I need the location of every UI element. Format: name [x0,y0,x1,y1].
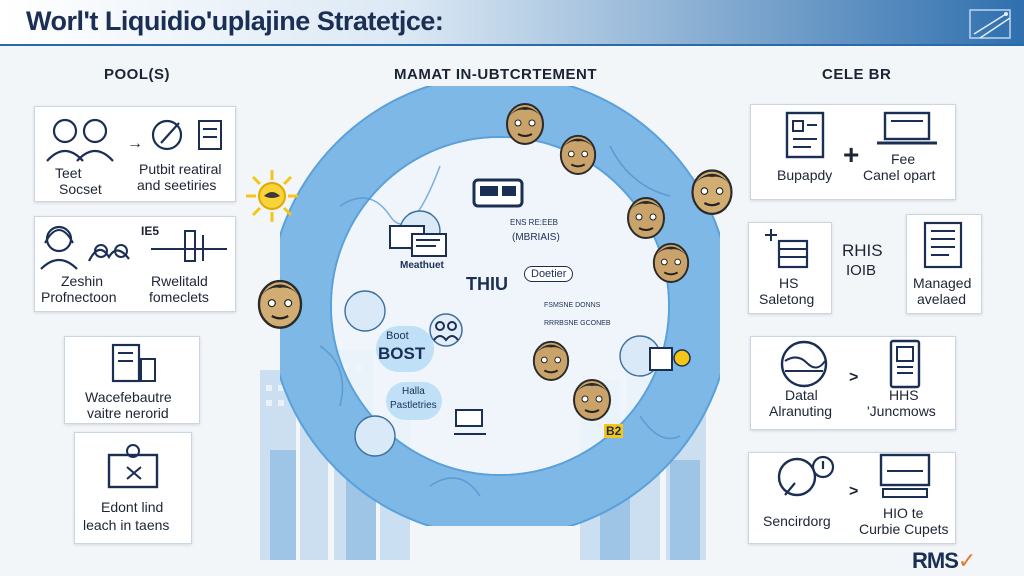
phone-device-icon [889,339,921,389]
central-ring-diagram [280,86,720,526]
team-people-icon [46,118,114,162]
boot-bubble [376,326,434,372]
circuit-decoration-icon [969,9,1011,39]
left-card-2-label-a1: Zeshin [61,273,104,289]
face-avatar-2 [559,134,597,175]
left-card-3: Wacefebautre vaitre nerorid [64,336,200,424]
lightbulb-idea-icon [777,455,835,497]
tiny-label-2: (MBRIAIS) [512,232,560,243]
face-avatar-6 [257,279,303,329]
desktop-computer-icon [879,453,931,498]
hala-label-1: Halla [402,386,425,397]
monitor-tools-icon [107,444,159,489]
face-avatar-7 [532,340,570,381]
plus-icon: + [843,139,860,170]
right-card-2: HS Saletong [748,222,832,314]
right-card-3-label-a1: Datal [785,387,818,403]
document-list-icon [923,221,963,269]
globe-chart-icon [780,340,828,388]
tiny-label-1: ENS RE:EEB [510,218,559,227]
left-card-1-label-b1: Putbit reatiral [139,161,222,177]
right-card-4-label-a: Sencirdorg [763,513,831,529]
left-card-4-label-a1: Edont lind [101,499,164,515]
right-card-2-label-a1: HS [779,275,799,291]
right-card-1-label-a: Bupapdy [777,167,833,183]
support-agent-icon [40,225,130,270]
badge-label: B2 [604,424,624,438]
left-card-1-label-a2: Socset [59,181,102,197]
desk-worker-icon [454,409,486,435]
face-avatar-3 [691,169,733,215]
document-machine-icon [111,343,156,383]
right-card-1-label-b1: Fee [891,151,916,167]
left-card-2-tag: IE5 [141,224,160,238]
right-card-1: + Bupapdy Fee Canel opart [750,104,956,200]
right-card-2-label-b1: Managed [913,275,972,291]
left-card-4: Edont lind leach in taens [74,432,192,544]
left-card-1-label-a1: Teet [55,165,82,181]
tools-pipeline-icon [151,230,227,262]
left-card-4-label-a2: leach in taens [83,517,170,533]
tiny-label-3: FSMSNE DONNS [544,302,601,309]
bus-icon [472,178,524,208]
tiny-label-4: RRRBSNE GCONEB [544,320,611,327]
face-avatar-5 [652,242,690,283]
left-column-heading: POOL(S) [104,66,170,83]
left-card-2-label-b1: Rwelitald [151,273,208,289]
laptop-icon [877,111,937,145]
right-card-3-label-b2: 'Juncmows [867,403,936,419]
right-card-2b: Managed avelaed [906,214,982,314]
left-card-2-label-b2: fomeclets [149,289,209,305]
sunflower-icon [649,347,691,371]
clipboard-doc-icon [785,111,825,159]
page-title: Worl't Liquidio'uplajine Stratetjce: [26,6,444,36]
face-avatar-1 [506,103,544,145]
chevron-right-icon-2: > [849,483,859,500]
right-card-4-label-b1: HIO te [883,505,924,521]
server-rack-icon [765,229,809,269]
meathuet-label: Meathuet [400,260,444,271]
rms-logo-text: RMS [912,548,959,573]
right-card-3-label-a2: Alranuting [769,403,833,419]
right-card-4-label-b2: Curbie Cupets [859,521,949,537]
right-card-1-label-b2: Canel opart [863,167,936,183]
magnifier-tools-icon [151,119,222,151]
boot-small-label: Boot [386,330,409,342]
thiu-label: THIU [466,274,508,294]
right-column-heading: CELE BR [822,66,892,83]
left-card-2: IE5 Zeshin Profnectoon Rwelitald fomecle… [34,216,236,312]
title-bar: Worl't Liquidio'uplajine Stratetjce: [0,0,1024,46]
boot-big-label: BOST [378,344,426,363]
right-card-2-mid1: RHIS [842,241,883,260]
center-column-heading: MAMAT IN-UBTCRTEMENT [394,66,598,83]
left-card-1-label-b2: and seetiries [137,177,217,193]
right-card-2-label-a2: Saletong [759,291,815,307]
hala-bubble [386,382,442,420]
arrow-right-icon: → [127,135,143,152]
left-card-2-label-a2: Profnectoon [41,289,117,305]
checkmark-icon: ✓ [957,548,976,573]
people-group-icon [429,313,463,347]
chevron-right-icon: > [849,369,859,386]
doetier-bubble: Doetier [524,266,574,282]
laptop-screens-icon [389,225,447,257]
left-card-3-label-a1: Wacefebautre [85,389,172,405]
hala-label-2: Pastletries [390,400,437,411]
right-card-2-mid2: IOIB [846,262,877,279]
rms-logo: RMS✓ [912,548,976,574]
face-avatar-4 [627,197,665,239]
sun-icon [246,170,298,222]
left-card-3-label-a2: vaitre nerorid [87,405,169,421]
right-card-4: > Sencirdorg HIO te Curbie Cupets [748,452,956,544]
left-card-1: → Teet Socset Putbit reatiral and seetir… [34,106,236,202]
face-avatar-8 [573,379,611,421]
right-card-2-label-b2: avelaed [917,291,967,307]
right-card-3-label-b1: HHS [889,387,919,403]
right-card-3: > Datal Alranuting HHS 'Juncmows [750,336,956,430]
